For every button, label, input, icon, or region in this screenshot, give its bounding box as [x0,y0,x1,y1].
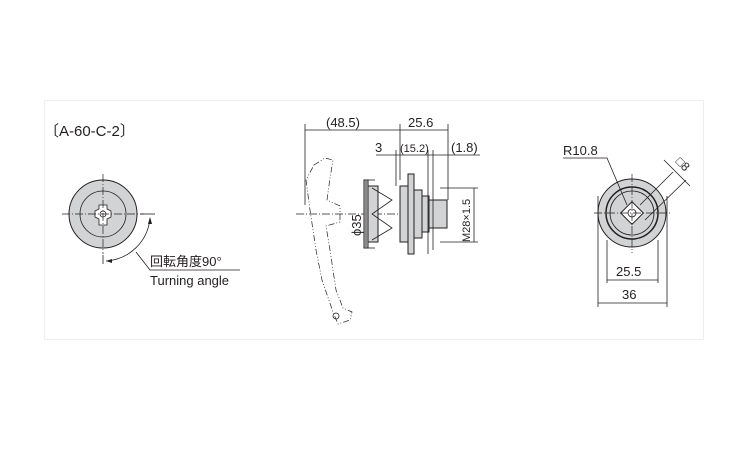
rear-view: R10.8 □8 25.5 36 [563,143,693,307]
side-view: (48.5) 25.6 3 (15.2) (1.8) ϕ35 M28×1.5 [296,115,480,325]
dim-grip-range: (15.2) [400,143,429,155]
dim-inner-width: 25.5 [616,264,641,279]
dim-diameter: ϕ35 [349,214,364,236]
cam-nut [428,199,448,229]
dim-body-length: 25.6 [408,115,433,130]
model-title: 〔A-60-C-2〕 [44,123,135,140]
dim-outer-width: 36 [622,287,636,302]
dim-flange-thickness: 3 [375,140,382,155]
dim-overall-length: (48.5) [326,115,360,130]
dim-tip-length: (1.8) [451,140,478,155]
front-view: 回転角度90° Turning angle [62,174,240,288]
dim-radius: R10.8 [563,143,598,158]
turning-angle-jp: 回転角度90° [150,254,222,269]
drawing-frame [44,100,704,340]
mounting-nut [407,173,415,255]
handle-outline [305,157,353,325]
dim-thread: M28×1.5 [461,199,473,242]
dim-square: □8 [673,154,693,174]
turning-angle-arc [105,217,151,262]
turning-angle-en: Turning angle [150,273,229,288]
